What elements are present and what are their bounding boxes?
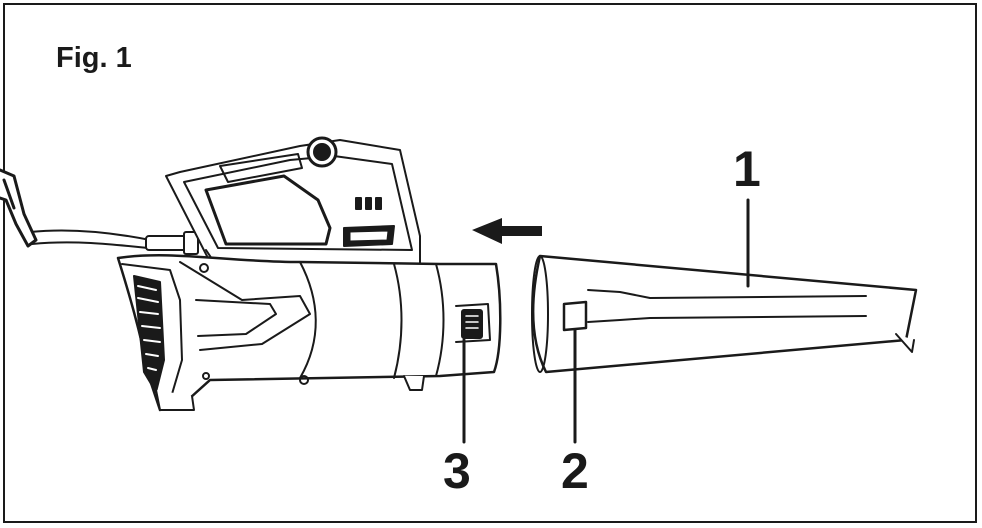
power-cord (0, 168, 199, 255)
direction-arrow (472, 218, 542, 244)
blower-handle (165, 136, 421, 269)
callout-1: 1 (733, 141, 761, 197)
blower-tube (531, 254, 918, 374)
figure-frame (3, 3, 977, 523)
callout-3: 3 (443, 443, 471, 499)
figure-title: Fig. 1 (56, 42, 132, 74)
callout-2: 2 (561, 443, 589, 499)
blower-body (116, 254, 502, 412)
